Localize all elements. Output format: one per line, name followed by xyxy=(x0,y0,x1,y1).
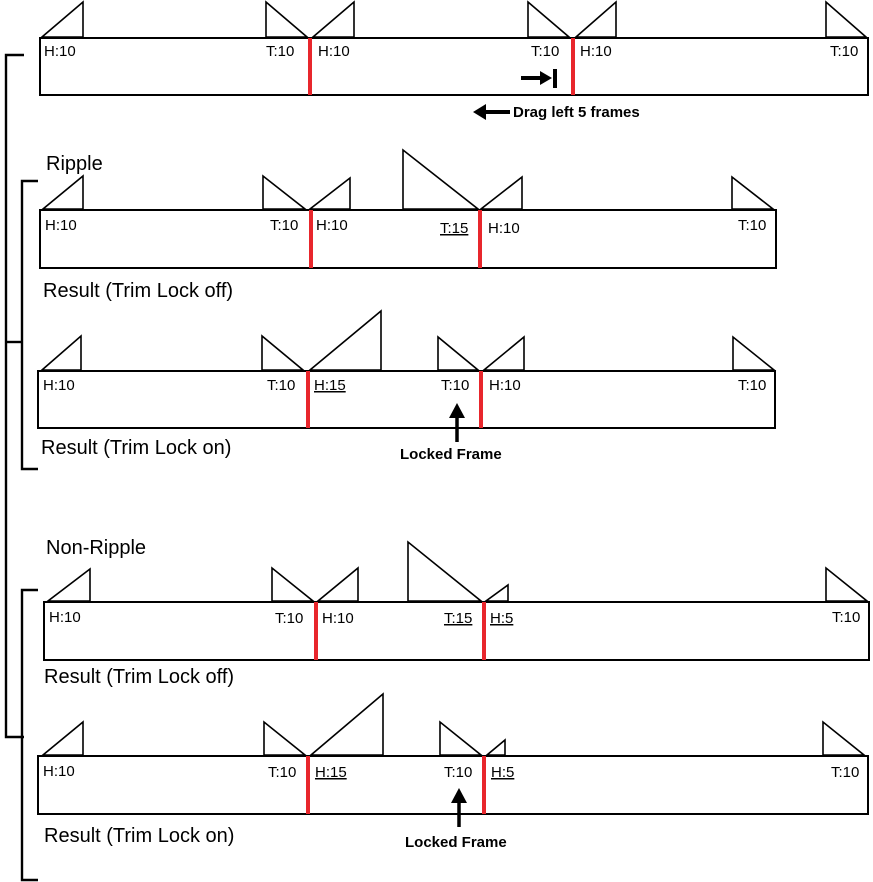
tail-ramp xyxy=(261,334,306,371)
outer-bracket xyxy=(4,53,24,739)
section-title-non-ripple: Non-Ripple xyxy=(46,537,146,559)
head-ramp xyxy=(481,335,525,371)
tail-ramp xyxy=(731,175,776,210)
handle-label: T:10 xyxy=(267,377,295,394)
clip-track-box xyxy=(43,601,870,661)
ripple-bracket xyxy=(20,179,38,471)
tail-ramp xyxy=(263,720,308,756)
head-ramp xyxy=(39,334,82,371)
track-non-ripple-trim-lock-off: H:10 T:10 H:10 T:15 H:5 T:10 xyxy=(43,540,870,661)
handle-label: H:10 xyxy=(322,610,354,627)
handle-label: T:10 xyxy=(441,377,469,394)
handle-label: H:5 xyxy=(491,764,514,781)
head-ramp xyxy=(310,0,355,38)
head-ramp xyxy=(573,0,617,38)
tail-ramp xyxy=(265,0,310,38)
caption-ripple-trim-lock-off: Result (Trim Lock off) xyxy=(43,280,233,302)
clip-track-box xyxy=(37,755,869,815)
non-ripple-bracket xyxy=(20,588,38,882)
tail-ramp xyxy=(407,540,484,602)
handle-label: H:10 xyxy=(43,377,75,394)
handle-label: T:10 xyxy=(831,764,859,781)
handle-label: H:5 xyxy=(490,610,513,627)
tail-ramp xyxy=(825,0,869,38)
up-arrow-icon xyxy=(451,788,467,827)
head-ramp xyxy=(308,692,384,756)
clip-track-box xyxy=(39,37,869,96)
tail-ramp xyxy=(262,174,308,210)
head-ramp xyxy=(40,174,84,210)
handle-label: H:15 xyxy=(315,764,347,781)
handle-label: H:10 xyxy=(488,220,520,237)
handle-label: H:10 xyxy=(45,217,77,234)
handle-label: T:10 xyxy=(268,764,296,781)
tail-ramp xyxy=(732,335,777,371)
head-ramp xyxy=(307,176,351,210)
caption-non-ripple-trim-lock-off: Result (Trim Lock off) xyxy=(44,666,234,688)
handle-label: H:10 xyxy=(316,217,348,234)
head-ramp xyxy=(45,567,91,602)
handle-label: T:10 xyxy=(531,43,559,60)
handle-label: H:10 xyxy=(44,43,76,60)
handle-label: H:10 xyxy=(43,763,75,780)
handle-label: H:10 xyxy=(49,609,81,626)
tail-ramp xyxy=(402,148,481,210)
track-ripple-trim-lock-off: H:10 T:10 H:10 T:15 H:10 T:10 xyxy=(39,148,777,269)
head-ramp xyxy=(478,175,523,210)
handle-label: T:15 xyxy=(440,220,468,237)
handle-label: T:10 xyxy=(738,217,766,234)
track-ripple-trim-lock-on: H:10 T:10 H:15 T:10 H:10 T:10 Locked Fra… xyxy=(37,309,777,463)
handle-label: H:10 xyxy=(580,43,612,60)
tail-ramp xyxy=(271,566,316,602)
track-non-ripple-trim-lock-on: H:10 T:10 H:15 T:10 H:5 T:10 Locked Fram… xyxy=(37,692,869,851)
handle-label: T:10 xyxy=(738,377,766,394)
drag-annotation: Drag left 5 frames xyxy=(513,104,640,121)
handle-label: T:10 xyxy=(275,610,303,627)
tail-ramp xyxy=(527,0,572,38)
handle-label: T:10 xyxy=(830,43,858,60)
tail-ramp xyxy=(439,720,484,756)
handle-label: T:10 xyxy=(444,764,472,781)
handle-label: H:15 xyxy=(314,377,346,394)
head-ramp xyxy=(39,0,84,38)
head-ramp xyxy=(307,309,382,371)
handle-label: T:15 xyxy=(444,610,472,627)
tail-ramp xyxy=(437,335,481,371)
locked-frame-label: Locked Frame xyxy=(400,446,502,463)
clip-track-box xyxy=(39,209,777,269)
head-ramp xyxy=(40,720,84,756)
handle-label: H:10 xyxy=(489,377,521,394)
caption-ripple-trim-lock-on: Result (Trim Lock on) xyxy=(41,437,231,459)
drag-left-arrow-icon xyxy=(473,104,510,120)
locked-frame-label: Locked Frame xyxy=(405,834,507,851)
caption-non-ripple-trim-lock-on: Result (Trim Lock on) xyxy=(44,825,234,847)
handle-label: T:10 xyxy=(266,43,294,60)
handle-label: T:10 xyxy=(832,609,860,626)
head-ramp xyxy=(484,738,506,756)
head-ramp xyxy=(315,566,359,602)
section-title-ripple: Ripple xyxy=(46,153,103,175)
tail-ramp xyxy=(822,720,867,756)
trim-cursor-icon xyxy=(521,69,557,88)
head-ramp xyxy=(483,583,509,602)
up-arrow-icon xyxy=(449,403,465,442)
handle-label: T:10 xyxy=(270,217,298,234)
tail-ramp xyxy=(825,566,870,602)
track-original: H:10 T:10 H:10 T:10 H:10 T:10 Drag left … xyxy=(39,0,869,121)
handle-label: H:10 xyxy=(318,43,350,60)
clip-track-box xyxy=(37,370,776,429)
